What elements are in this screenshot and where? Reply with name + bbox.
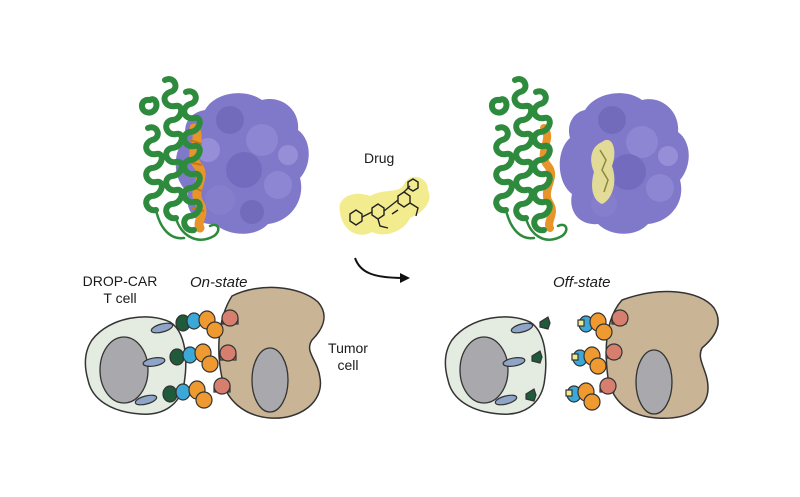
car-t-line1: DROP-CAR xyxy=(82,273,158,289)
tumor-nucleus-left xyxy=(251,347,289,413)
car-t-cell-label: DROP-CAR T cell xyxy=(80,273,160,307)
car-t-line2: T cell xyxy=(103,290,137,306)
tumor-complexes-right xyxy=(565,309,629,411)
off-state-protein xyxy=(489,76,689,241)
off-state-label: Off-state xyxy=(553,274,611,291)
tumor-nucleus-right xyxy=(635,349,673,415)
helix-bundle-left xyxy=(139,76,220,241)
on-state-label: On-state xyxy=(190,274,248,291)
on-state-cells xyxy=(84,286,325,419)
helix-bundle-right xyxy=(489,76,568,241)
bound-drug-right xyxy=(591,139,615,204)
curved-arrow-icon xyxy=(354,257,410,283)
t-cell-nucleus-left xyxy=(99,336,149,404)
off-state-cells xyxy=(444,290,719,419)
tumor-cell-label: Tumor cell xyxy=(318,340,378,374)
car-complex-left-3 xyxy=(134,377,231,409)
tumor-line2: cell xyxy=(337,357,359,373)
car-complex-left-2 xyxy=(142,343,237,373)
car-stalks-right xyxy=(494,316,551,406)
protein-surface-right xyxy=(559,93,689,234)
t-cell-nucleus-right xyxy=(459,336,509,404)
car-complex-left-1 xyxy=(150,309,239,339)
tumor-line1: Tumor xyxy=(328,340,368,356)
drug-label: Drug xyxy=(364,150,395,166)
drug-molecule xyxy=(339,176,430,235)
on-state-protein xyxy=(139,76,309,241)
